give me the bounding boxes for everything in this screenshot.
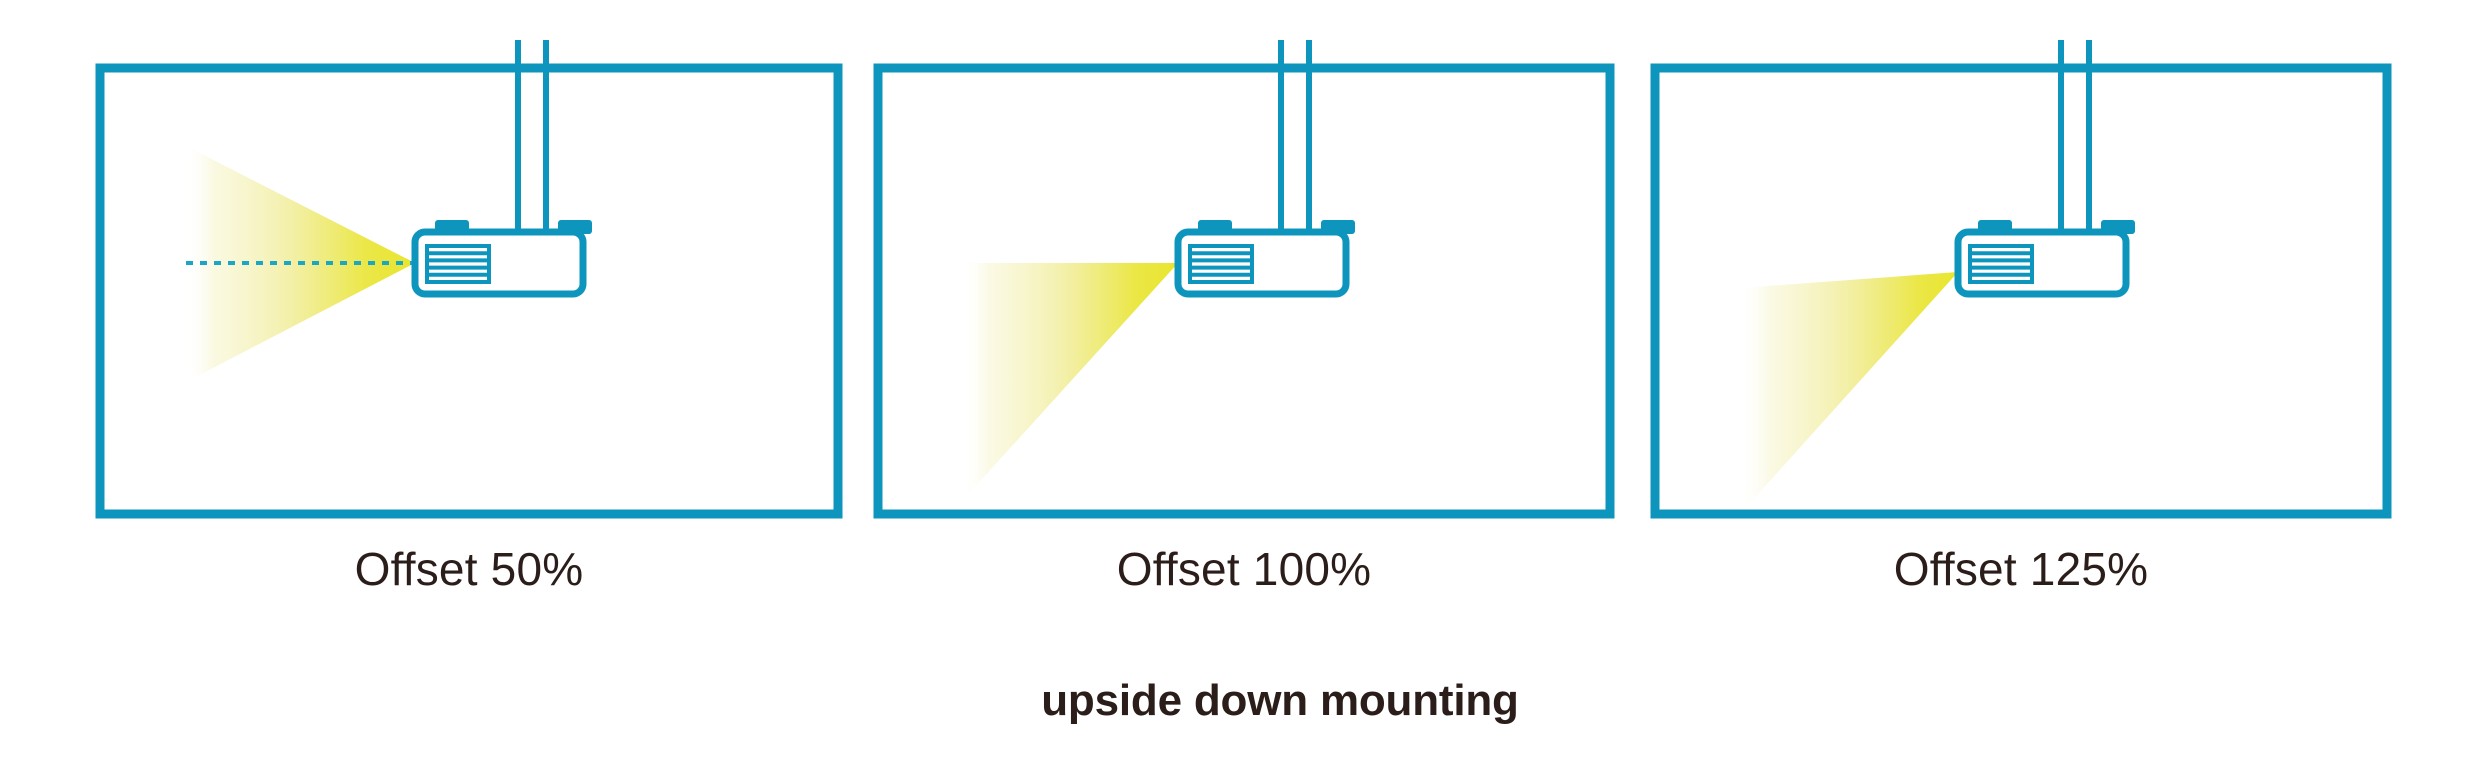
room-frame [95,63,843,519]
projector-icon [1958,40,2135,294]
panel-label-offset-125: Offset 125% [1894,543,2149,595]
projector-icon [1178,40,1355,294]
projector-icon [415,40,592,294]
room-frame [873,63,1615,519]
panel-offset-100: Offset 100% [873,40,1615,595]
figure-caption: upside down mounting [1041,676,1519,725]
panel-label-offset-50: Offset 50% [355,543,584,595]
panel-offset-125: Offset 125% [1650,40,2392,595]
panel-label-offset-100: Offset 100% [1117,543,1372,595]
light-beam-cone [1740,272,1958,514]
panel-offset-50: Offset 50% [95,40,843,595]
light-beam-cone [963,263,1178,500]
room-frame [1650,63,2392,519]
